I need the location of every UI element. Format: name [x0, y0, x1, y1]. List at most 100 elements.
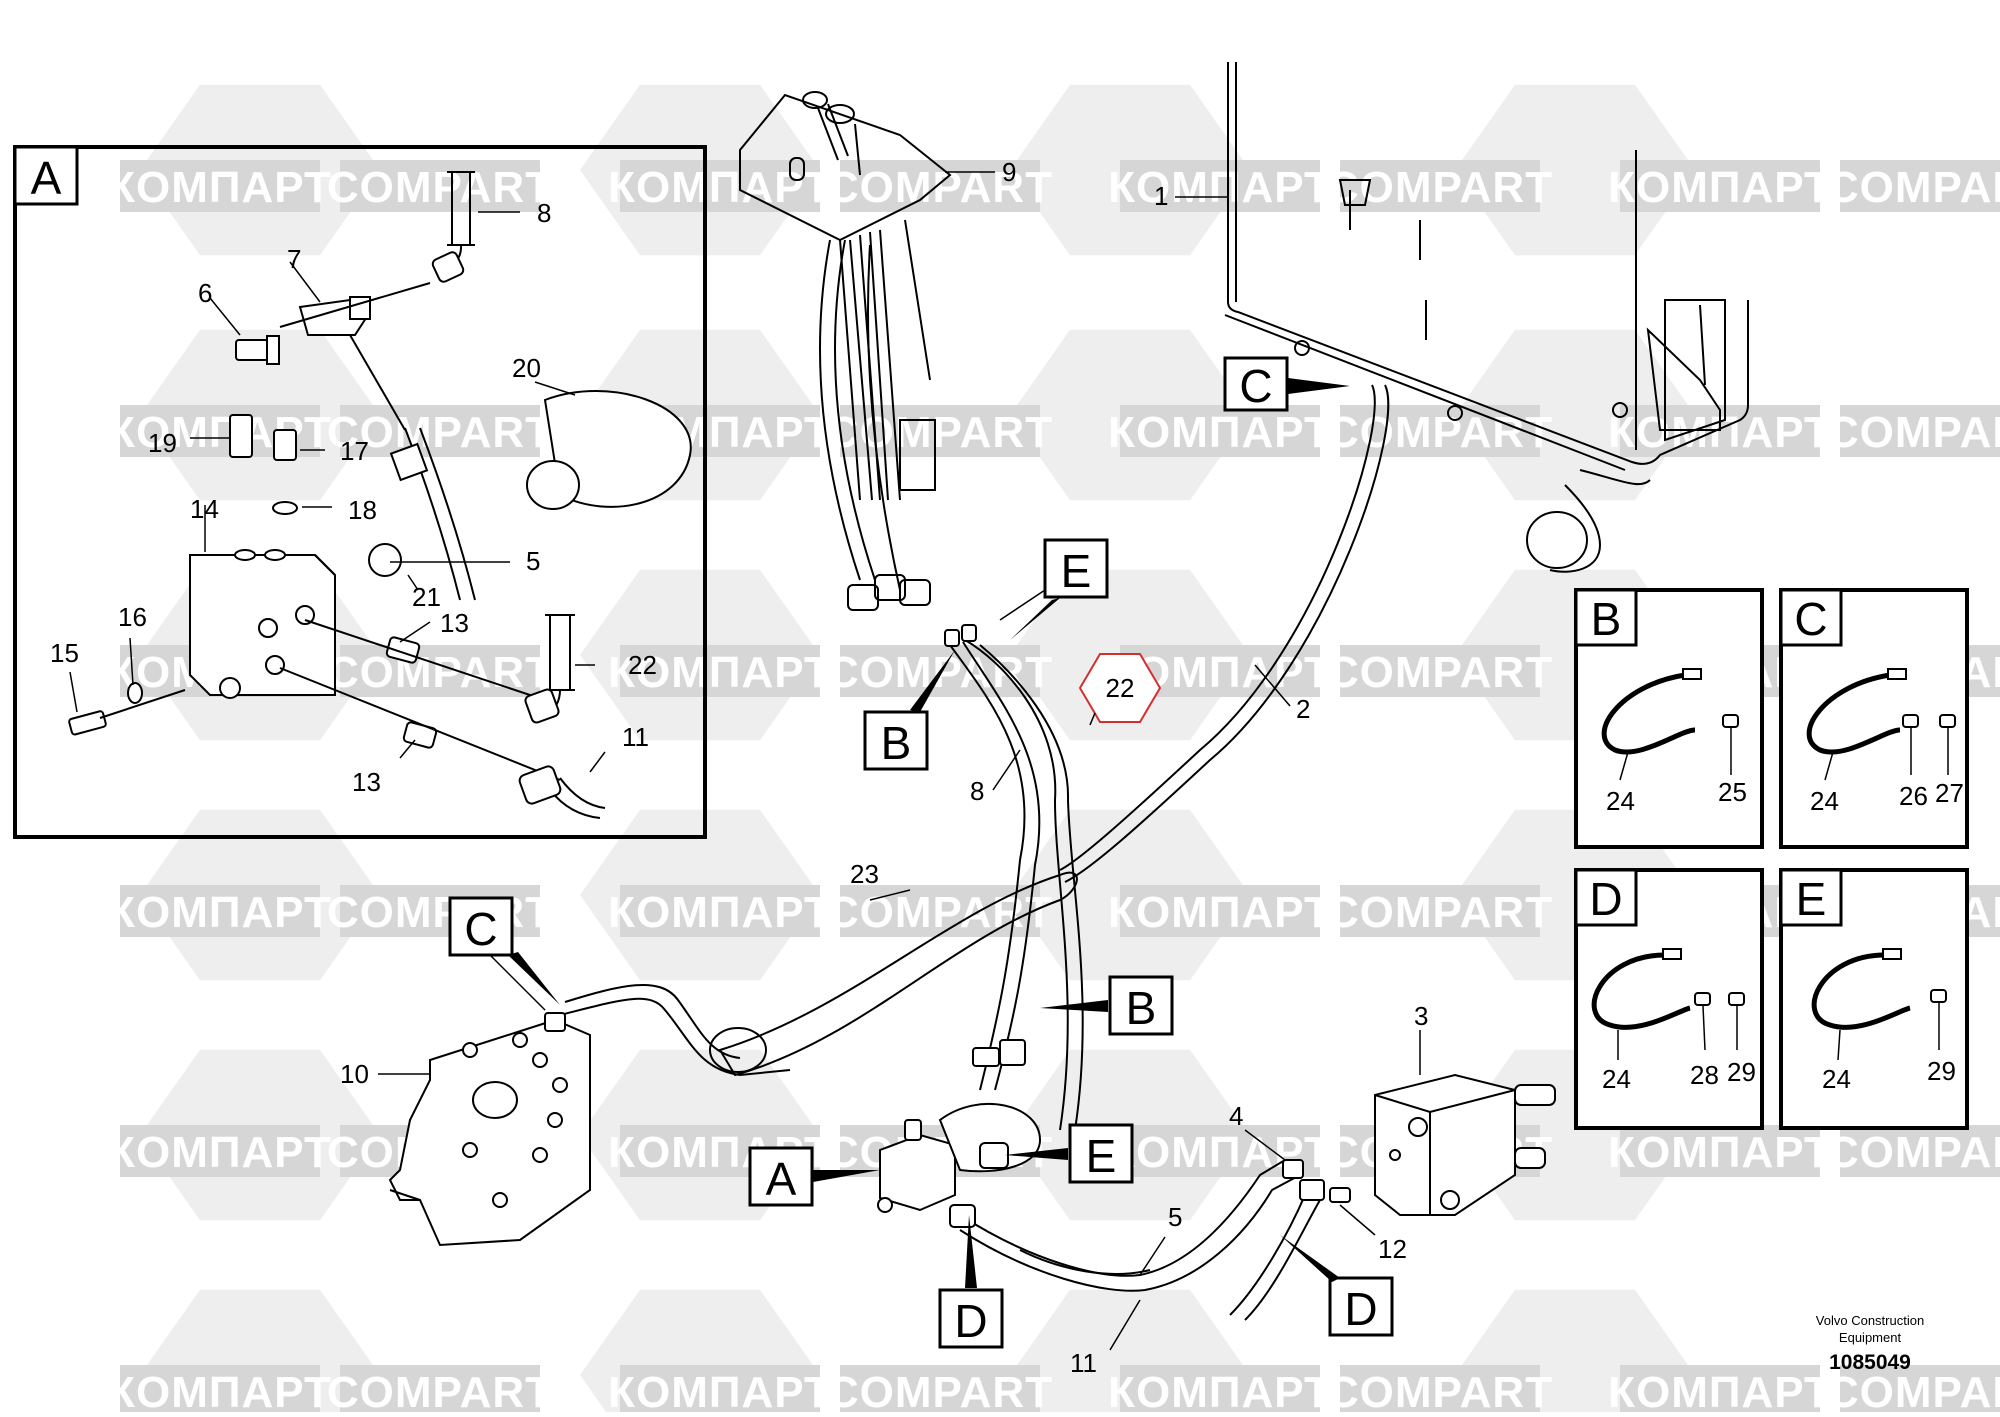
detail-a-leaders: [69, 211, 606, 773]
watermark-text: КОМПАРТ: [1108, 163, 1332, 212]
control-valve-10: [388, 1018, 591, 1247]
watermark-text: COMPART: [1327, 648, 1553, 697]
view-marker-d-right: D: [1280, 1235, 1394, 1337]
watermark-text: КОМПАРТ: [1108, 408, 1332, 457]
part-number-21: 21: [412, 582, 441, 612]
main-part-numbers: 9 1 2 3 4 5 8 10 11 12 23: [340, 157, 1428, 1378]
document-number: 1085049: [1829, 1351, 1911, 1374]
watermark-text: COMPART: [1827, 1128, 2000, 1177]
highlighted-part-22: 22: [1078, 653, 1162, 726]
watermark-band: [620, 645, 820, 697]
svg-text:29: 29: [1927, 1056, 1956, 1086]
part-number-4: 4: [1229, 1101, 1243, 1131]
part-number-23: 23: [850, 859, 879, 889]
watermark-text: КОМПАРТ: [608, 1368, 832, 1412]
part-number-22: 22: [628, 650, 657, 680]
watermark-band: [1840, 160, 2000, 212]
watermark-text: КОМПАРТ: [108, 1368, 332, 1412]
credit-block: Volvo Construction Equipment 1085049: [1816, 1313, 1924, 1374]
marker-leader: [999, 589, 1046, 621]
svg-text:25: 25: [1718, 777, 1747, 807]
part-number-11: 11: [622, 722, 649, 752]
joystick-control: [739, 91, 952, 611]
part-number-3: 3: [1414, 1001, 1428, 1031]
svg-text:29: 29: [1727, 1057, 1756, 1087]
watermark-text: COMPART: [1327, 1368, 1553, 1412]
part-number-5: 5: [1168, 1202, 1182, 1232]
watermark-band: [340, 160, 540, 212]
svg-text:24: 24: [1822, 1064, 1851, 1094]
part-number-8: 8: [537, 198, 551, 228]
part-number-14: 14: [190, 494, 219, 524]
watermark-band: [340, 1365, 540, 1417]
part-number-13: 13: [440, 608, 469, 638]
detail-a-label: A: [31, 152, 62, 204]
watermark-band: [1620, 1125, 1820, 1177]
part-number-6: 6: [198, 278, 212, 308]
svg-text:24: 24: [1602, 1064, 1631, 1094]
watermark-band: [620, 1365, 820, 1417]
view-marker-e-mid: E: [1005, 1123, 1134, 1184]
watermark-text: COMPART: [327, 888, 553, 937]
watermark-band: [340, 645, 540, 697]
view-marker-e-top: E: [1010, 538, 1109, 640]
svg-text:27: 27: [1935, 778, 1964, 808]
watermark-band: [1340, 160, 1540, 212]
watermark-text: КОМПАРТ: [608, 163, 832, 212]
watermark-band: [840, 1365, 1040, 1417]
part-number-10: 10: [340, 1059, 369, 1089]
watermark-text: КОМПАРТ: [108, 1128, 332, 1177]
part-number-16: 16: [118, 602, 147, 632]
watermark-text: КОМПАРТ: [608, 648, 832, 697]
watermark-text: COMPART: [827, 1368, 1053, 1412]
watermark-text: COMPART: [1327, 888, 1553, 937]
svg-text:C: C: [464, 903, 497, 955]
watermark-band: [120, 1125, 320, 1177]
watermark-text: КОМПАРТ: [1608, 163, 1832, 212]
watermark-text: COMPART: [1827, 163, 2000, 212]
watermark-text: COMPART: [827, 163, 1053, 212]
watermark-band: [1120, 885, 1320, 937]
watermark-band: [840, 160, 1040, 212]
highlight-hexagon: [1078, 653, 1162, 723]
svg-text:26: 26: [1899, 781, 1928, 811]
watermark-text: COMPART: [1327, 408, 1553, 457]
watermark-text: COMPART: [327, 1368, 553, 1412]
watermark-band: [1120, 160, 1320, 212]
svg-text:C: C: [1239, 360, 1272, 412]
watermark-text: КОМПАРТ: [1108, 888, 1332, 937]
watermark-text: COMPART: [1827, 1368, 2000, 1412]
watermark-text: COMPART: [327, 163, 553, 212]
watermark-text: COMPART: [827, 888, 1053, 937]
svg-text:D: D: [1589, 873, 1622, 925]
detail-d-frame: D 24 28 29: [1574, 868, 1764, 1130]
svg-text:C: C: [1794, 593, 1827, 645]
part-number-5: 5: [526, 546, 540, 576]
watermark-band: [1340, 645, 1540, 697]
svg-text:E: E: [1796, 873, 1827, 925]
watermark-band: [1340, 1365, 1540, 1417]
svg-text:B: B: [881, 717, 912, 769]
watermark-text: КОМПАРТ: [608, 888, 832, 937]
watermark-band: [1620, 160, 1820, 212]
part-number-1: 1: [1154, 181, 1168, 211]
part-number-2: 2: [1296, 694, 1310, 724]
svg-text:24: 24: [1810, 786, 1839, 816]
watermark-text: COMPART: [827, 408, 1053, 457]
main-hoses: [559, 384, 1390, 1321]
watermark-band: [620, 160, 820, 212]
watermark-band: [1840, 1365, 2000, 1417]
detail-a-label-box: [13, 145, 79, 206]
svg-text:28: 28: [1690, 1060, 1719, 1090]
part-number-7: 7: [287, 244, 301, 274]
part-number-17: 17: [340, 436, 369, 466]
detail-a-frame: [13, 145, 707, 839]
cab-frame: [1224, 62, 1749, 573]
watermark-band: [620, 885, 820, 937]
part-number-13: 13: [352, 767, 381, 797]
svg-text:B: B: [1591, 593, 1622, 645]
accumulator-block-a: [877, 1102, 1042, 1228]
detail-b-frame: B 24 25: [1574, 588, 1764, 849]
